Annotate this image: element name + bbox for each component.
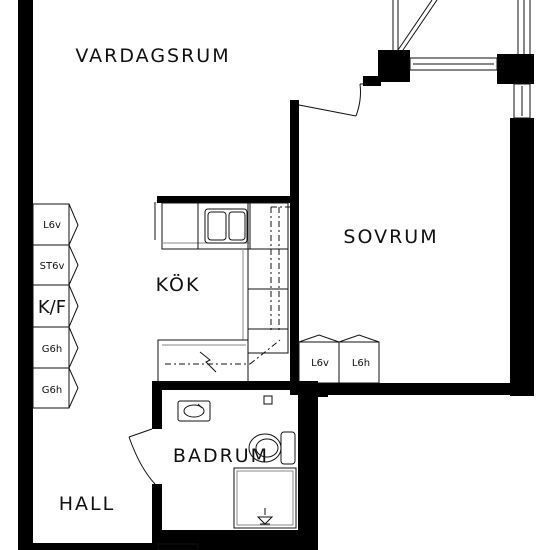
entry-threshold bbox=[157, 543, 199, 550]
kitchen-sink bbox=[204, 208, 248, 244]
balcony-window bbox=[409, 57, 498, 71]
room-label-sovrum: SOVRUM bbox=[343, 226, 438, 248]
bedroom-right-wall bbox=[510, 118, 534, 396]
bathroom-left-wall-lower bbox=[152, 484, 162, 534]
left-exterior-wall bbox=[18, 0, 33, 550]
bedroom-door bbox=[298, 83, 366, 117]
room-label-kok: KÖK bbox=[156, 273, 201, 296]
kitchen-top-wall bbox=[157, 196, 292, 203]
bathroom-washbasin bbox=[177, 400, 211, 422]
left-closets bbox=[32, 203, 79, 409]
bedroom-closet-label-2: L6h bbox=[352, 358, 370, 369]
bathroom-bottom-wall bbox=[152, 530, 318, 550]
bedroom-closet-label-1: L6v bbox=[311, 358, 329, 369]
room-label-hall: HALL bbox=[59, 493, 115, 515]
bathroom-left-wall-upper bbox=[152, 381, 162, 429]
closet-label-3: K/F bbox=[38, 297, 66, 318]
room-label-vardagsrum: VARDAGSRUM bbox=[75, 45, 230, 67]
bedroom-window bbox=[513, 83, 531, 119]
closet-label-1: L6v bbox=[43, 220, 61, 231]
bathroom-right-top-wall bbox=[298, 383, 328, 397]
room-label-badrum: BADRUM bbox=[173, 445, 269, 467]
kitchen-right-cabinets bbox=[242, 202, 290, 354]
closet-label-2: ST6v bbox=[40, 261, 65, 272]
bathroom-door bbox=[128, 428, 156, 485]
bathroom-right-wall bbox=[298, 381, 318, 550]
hall-bottom-wall bbox=[18, 543, 153, 550]
balcony-column-small bbox=[363, 76, 381, 86]
shower bbox=[233, 467, 297, 529]
balcony-column bbox=[378, 50, 410, 82]
closet-label-5: G6h bbox=[42, 385, 62, 396]
bathroom-outlet bbox=[263, 395, 273, 405]
balcony bbox=[392, 0, 531, 54]
kitchen-bottom-counter bbox=[157, 339, 281, 383]
toilet bbox=[248, 431, 296, 465]
bedroom-closets bbox=[298, 334, 380, 384]
bathroom-top-wall bbox=[152, 381, 298, 390]
bedroom-bottom-wall bbox=[290, 383, 534, 395]
closet-label-4: G6h bbox=[42, 344, 62, 355]
bedroom-left-wall bbox=[290, 100, 299, 386]
bedroom-corner-column bbox=[497, 54, 534, 84]
